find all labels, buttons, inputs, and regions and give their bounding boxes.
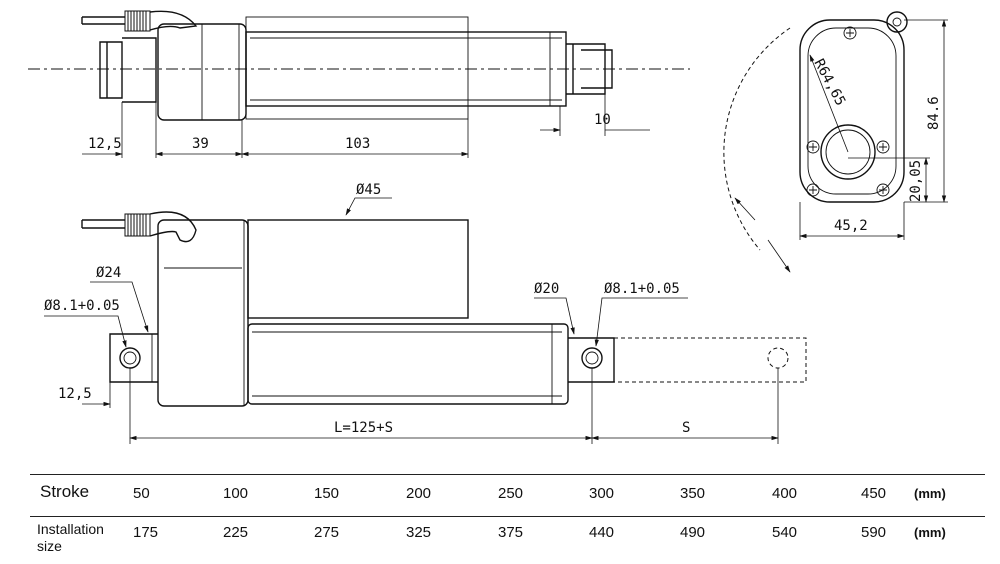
rod-end <box>566 43 613 95</box>
install-row: Installation size 175 225 275 325 375 44… <box>30 518 985 558</box>
stroke-cell: 400 <box>772 485 798 502</box>
outer-tube <box>245 31 567 107</box>
install-cell: 440 <box>589 524 615 541</box>
bore <box>820 124 876 180</box>
stroke-cell: 100 <box>223 485 249 502</box>
install-cell: 490 <box>680 524 706 541</box>
swing-arc <box>723 27 791 251</box>
dim-stroke: S <box>682 420 690 436</box>
end-housing <box>799 19 905 203</box>
motor-housing <box>157 219 249 407</box>
install-cell: 275 <box>314 524 340 541</box>
cable-spring <box>124 213 151 237</box>
extended-rod <box>614 337 807 383</box>
stroke-cell: 300 <box>589 485 615 502</box>
dim-top-left: 12,5 <box>88 136 122 152</box>
screws <box>806 26 890 197</box>
dim-front-hole: Ø8.1+0.05 <box>604 281 680 297</box>
dim-width: 45,2 <box>834 218 868 234</box>
stroke-cell: 450 <box>861 485 887 502</box>
install-cell: 375 <box>498 524 524 541</box>
spec-table: Stroke 50 100 150 200 250 300 350 400 45… <box>30 474 985 558</box>
cable-spring <box>124 10 151 32</box>
cable-gland <box>149 10 198 31</box>
stroke-cell: 50 <box>133 485 150 502</box>
install-cell: 590 <box>861 524 887 541</box>
install-cell: 540 <box>772 524 798 541</box>
outer-tube <box>247 323 569 405</box>
dim-body-length: 39 <box>192 136 209 152</box>
side-view: Ø45 Ø24 Ø8.1+0.05 Ø20 Ø8.1+0.05 12,5 L=1… <box>44 182 807 444</box>
cable <box>81 219 125 229</box>
motor-block <box>247 219 469 319</box>
stroke-cell: 350 <box>680 485 706 502</box>
rear-clevis <box>109 333 158 383</box>
dim-bottom-left: 12,5 <box>58 386 92 402</box>
mount-ear <box>886 11 908 33</box>
stroke-cell: 200 <box>406 485 432 502</box>
dim-height: 84.6 <box>926 96 942 130</box>
stroke-unit: (mm) <box>914 486 946 501</box>
rod-end <box>568 337 615 383</box>
dim-tube-dia: Ø45 <box>356 182 381 198</box>
actuator-drawing: 12,5 39 103 10 R64,65 84.6 20,05 <box>28 10 948 444</box>
dim-rod-dia: Ø20 <box>534 281 559 297</box>
table-divider <box>30 474 985 475</box>
stroke-cell: 150 <box>314 485 340 502</box>
dim-rear-hole: Ø8.1+0.05 <box>44 298 120 314</box>
top-view: 12,5 39 103 10 <box>28 10 690 158</box>
table-divider <box>30 516 985 517</box>
dim-length: L=125+S <box>334 420 393 436</box>
stroke-label: Stroke <box>40 482 90 501</box>
dim-hole-offset: 20,05 <box>908 160 924 202</box>
install-cell: 175 <box>133 524 159 541</box>
rear-clevis <box>99 37 157 103</box>
stroke-cell: 250 <box>498 485 524 502</box>
dim-rod-end: 10 <box>594 112 611 128</box>
cable-gland <box>149 211 197 243</box>
dim-clevis-dia: Ø24 <box>96 265 121 281</box>
install-unit: (mm) <box>914 525 946 540</box>
stroke-row: Stroke 50 100 150 200 250 300 350 400 45… <box>30 478 985 514</box>
dim-tube-length: 103 <box>345 136 370 152</box>
front-hole <box>581 347 603 369</box>
rear-hole <box>119 347 141 369</box>
end-view: R64,65 84.6 20,05 45,2 <box>723 11 948 273</box>
install-cell: 325 <box>406 524 432 541</box>
cable <box>81 16 125 25</box>
install-cell: 225 <box>223 524 249 541</box>
install-label: Installation size <box>37 521 104 554</box>
dim-radius: R64,65 <box>810 56 848 108</box>
